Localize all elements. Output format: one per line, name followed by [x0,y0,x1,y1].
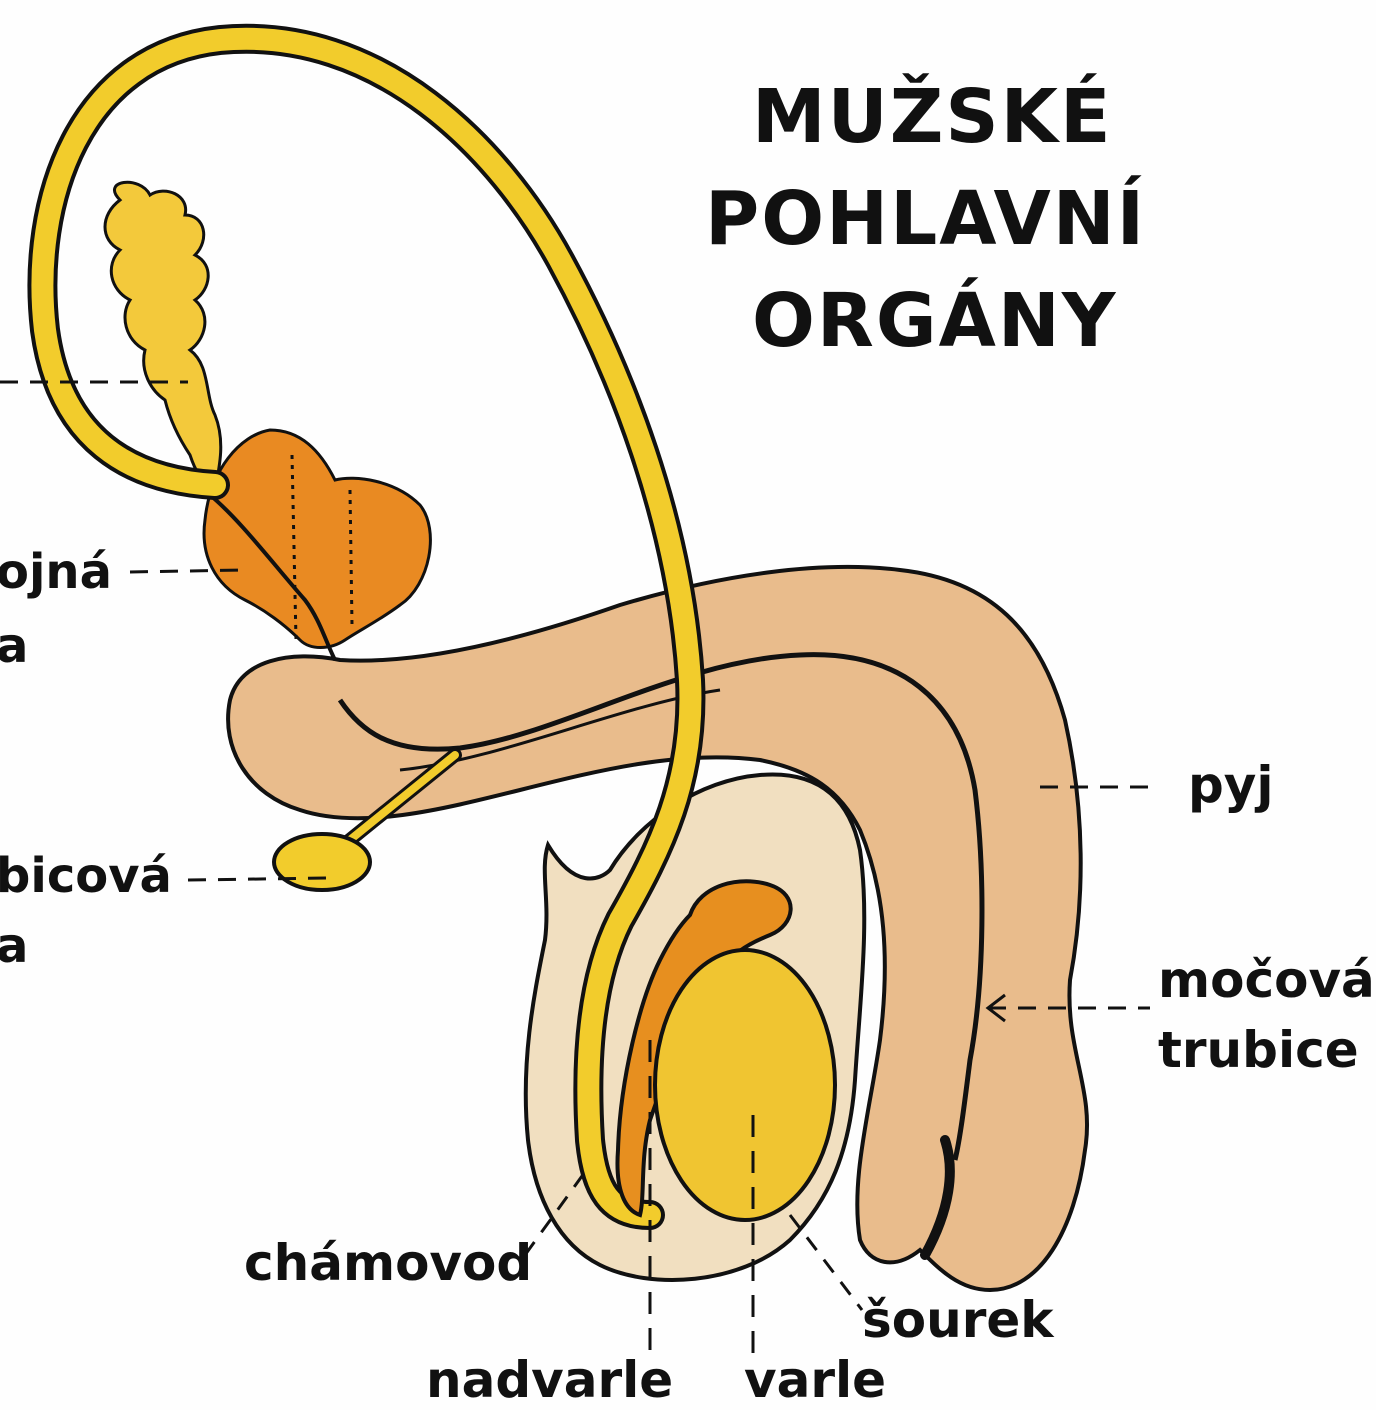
leader-prostate [130,570,245,572]
testis-label: varle [744,1355,886,1405]
leader-bulbourethral [188,878,330,880]
scrotum-label: šourek [862,1295,1054,1345]
prostate-shape [204,430,430,648]
bulbourethral-label-line-2: a [0,922,28,970]
title-line-2: POHLAVNÍ [705,182,1146,256]
urethra-label-line-1: močová [1158,955,1375,1005]
bulbourethral-gland-shape [274,834,370,890]
vas-deferens-label: chámovod [244,1238,532,1288]
penis-label: pyj [1188,760,1274,810]
prostate-label-line-1: ojná [0,548,112,596]
title-line-1: MUŽSKÉ [752,80,1113,154]
prostate-label-line-2: a [0,622,28,670]
title-line-3: ORGÁNY [752,284,1117,358]
testis-shape [655,950,835,1220]
bulbourethral-label-line-1: bicová [0,852,172,900]
epididymis-label: nadvarle [426,1355,673,1405]
urethra-label-line-2: trubice [1158,1025,1359,1075]
